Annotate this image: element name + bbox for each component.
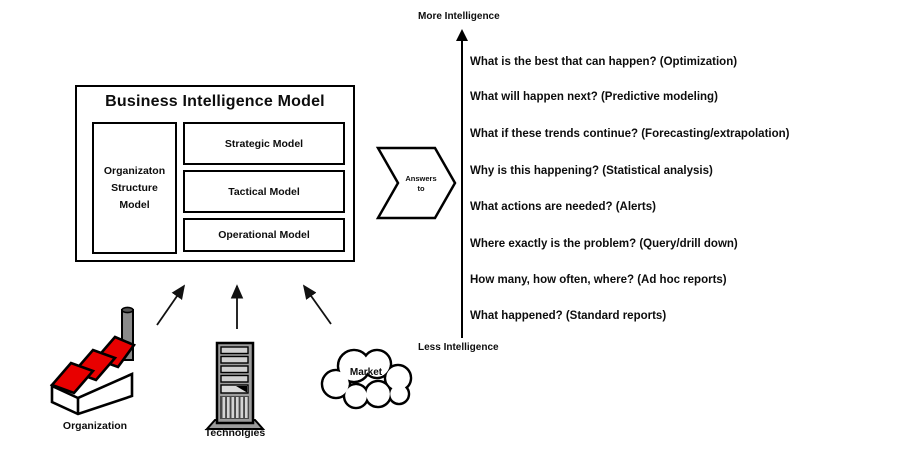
question-item: What if these trends continue? (Forecast… [470,128,790,140]
question-item: Why is this happening? (Statistical anal… [470,165,713,177]
answers-to-label-line2: to [417,184,424,193]
market-label: Market [350,367,383,378]
question-item: What actions are needed? (Alerts) [470,201,656,213]
strategic-model-box: Strategic Model [183,122,345,165]
business-intelligence-model-box: Business Intelligence Model Organizaton … [75,85,355,262]
answers-to-label-line1: Answers [405,174,436,183]
operational-model-box: Operational Model [183,218,345,252]
factory-icon [49,306,137,416]
question-item: What is the best that can happen? (Optim… [470,56,738,68]
org-model-line1: Organizaton [103,164,166,177]
question-item: What will happen next? (Predictive model… [470,91,718,103]
org-model-line2: Structure [111,181,158,194]
intelligence-axis-line [461,40,463,338]
less-intelligence-label: Less Intelligence [418,342,499,353]
tactical-model-box: Tactical Model [183,170,345,213]
organization-structure-model-box: Organizaton Structure Model [92,122,177,254]
question-item: Where exactly is the problem? (Query/dri… [470,238,738,250]
up-arrow-icon [456,29,468,41]
organization-label: Organization [62,420,128,432]
more-intelligence-label: More Intelligence [418,11,500,22]
input-arrows-icon [156,284,332,329]
bim-title: Business Intelligence Model [105,93,325,110]
technologies-label: Technolgies [204,427,266,439]
cloud-icon: Market [320,348,413,410]
server-icon [204,341,266,430]
org-model-line3: Model [119,198,150,211]
chevron-arrow-icon: Answers to [375,146,457,220]
question-item: How many, how often, where? (Ad hoc repo… [470,274,727,286]
question-item: What happened? (Standard reports) [470,310,667,322]
